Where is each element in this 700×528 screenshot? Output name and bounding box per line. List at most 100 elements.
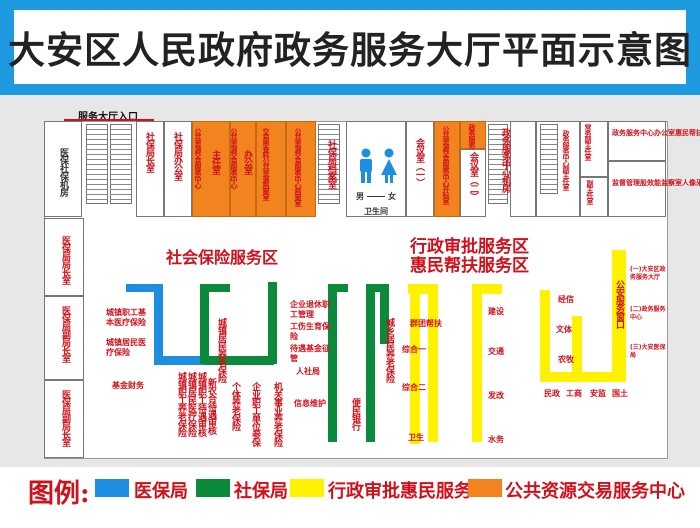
label-y-group: 群团帮扶	[410, 319, 442, 328]
label-g-new-rural: 新农合待遇审核	[206, 378, 216, 434]
label-office-room: 常务副主任室	[584, 124, 592, 160]
room-archive-public	[256, 121, 286, 217]
zone-social-insurance: 社会保险服务区	[166, 248, 279, 267]
counter-blue-vertical	[154, 284, 163, 364]
label-g-resident-pen: 城镇居民养老保险	[216, 318, 226, 382]
female-icon	[381, 148, 397, 183]
label-medical-server: 医保社保机房	[58, 148, 68, 196]
entrance-line	[64, 119, 154, 121]
label-y-build: 建设	[488, 307, 504, 316]
room-supervise	[608, 161, 666, 217]
label-room-small: 政务服务中心	[468, 124, 476, 160]
zone-admin-approval: 行政审批服务区	[410, 237, 529, 257]
room-medical-deputy-2	[44, 380, 84, 458]
label-medical-deputy-2: 医保局副局长室	[60, 390, 70, 446]
label-female: 女	[388, 192, 396, 201]
room-medical-deputy-1	[44, 296, 84, 380]
counter-green-3h	[328, 284, 348, 292]
label-y-reform: 发改	[488, 391, 504, 400]
counter-green-2v	[268, 282, 277, 364]
counter-yellow-police	[612, 250, 626, 380]
room-public-res-3	[434, 121, 460, 217]
counter-yellow-4h	[540, 372, 626, 382]
legend-swatch-blue	[95, 479, 129, 497]
label-medical-director: 医保局局长室	[60, 236, 70, 284]
label-g-indiv: 个体养老保险	[230, 382, 240, 430]
label-g-enterprise: 企业职工单位参保	[250, 382, 260, 446]
legend-swatch-orange	[468, 479, 502, 497]
room-center-archive	[286, 121, 316, 217]
counter-green-5v	[380, 284, 389, 344]
room-meeting-2	[460, 149, 486, 217]
room-medical-director	[44, 218, 84, 296]
label-g-resident-med: 城镇居民医疗保险	[186, 372, 196, 436]
counter-blue-top	[126, 284, 162, 292]
room-social-director	[136, 121, 164, 217]
label-deputy-office: 政务服务中心副主任室	[562, 130, 570, 190]
label-y-safety: 安监	[590, 389, 606, 398]
counter-yellow-4v	[540, 290, 550, 380]
label-director: 主任室	[210, 150, 220, 174]
label-public-res-1: 公共资源交易服务中心	[194, 128, 202, 188]
label-archive-public: 交易审查科公共资源档案室	[262, 128, 270, 200]
room-server	[510, 121, 536, 217]
label-g-town-emp: 城镇职工养老保险	[176, 372, 186, 436]
label-social-office: 社保局办公室	[172, 132, 182, 180]
room-medical-server	[44, 121, 82, 217]
legend-label-approval: 行政审批惠民服务	[328, 481, 472, 502]
label-y-civil: 民政	[544, 389, 560, 398]
counter-green-1h	[200, 284, 230, 292]
label-g-agency: 机关事业养老保险	[272, 382, 282, 446]
counter-green-4v	[366, 284, 375, 442]
counter-yellow-5v	[572, 316, 582, 376]
room-toilet	[346, 121, 406, 217]
label-g-retire: 企业退休职工管理	[290, 300, 330, 319]
label-medical-deputy-1: 医保局副局长室	[60, 306, 70, 362]
label-center-archive: 公共资源交易服务中心档案室	[294, 128, 302, 206]
toilet-divider	[367, 196, 385, 197]
legend-swatch-green	[196, 479, 230, 497]
stairs-right	[488, 124, 508, 204]
room-center-office	[608, 121, 666, 161]
room-office-room	[580, 121, 608, 177]
label-y-comp2: 综合二	[402, 383, 426, 392]
label-g-social: 人社局	[296, 367, 320, 376]
stairs-left	[86, 124, 108, 204]
label-g-town-emp2: 城镇职工待遇审核	[196, 372, 206, 436]
counter-green-3v	[328, 284, 337, 442]
male-icon	[360, 148, 372, 183]
stairs-left-2	[110, 124, 132, 204]
label-public-res-3: 公共资源交易服务中心开标室	[442, 126, 450, 204]
label-g-rural: 城乡居民养老保险	[384, 318, 394, 382]
legend-swatch-yellow	[290, 479, 324, 497]
label-y-traffic: 交通	[488, 347, 504, 356]
label-meeting-2: 会议室（二）	[468, 152, 478, 200]
counter-yellow-1v	[410, 284, 420, 444]
label-office: 办公室	[242, 150, 252, 174]
label-g-fund: 待遇基金征管	[290, 344, 330, 363]
label-male: 男	[356, 192, 364, 201]
label-y-comp1: 综合一	[402, 345, 426, 354]
label-r-side-1: (一)大安区政务服务大厅	[630, 266, 666, 281]
label-y-econ: 经信	[558, 295, 574, 304]
room-deputy-director	[580, 177, 608, 217]
stairs-mid	[318, 124, 340, 204]
counter-green-4h	[366, 284, 388, 292]
label-social-archive: 社保局档案室	[326, 140, 336, 188]
label-y-industry: 工商	[566, 389, 582, 398]
legend: 图例: 医保局 社保局 行政审批惠民服务 公共资源交易服务中心	[0, 467, 700, 528]
label-toilet: 卫生间	[364, 207, 388, 216]
label-g-bank: 便民银行	[350, 398, 360, 430]
label-y-water: 水务	[488, 435, 504, 444]
label-g-info: 信息维护	[294, 399, 326, 408]
counter-blue-bottom	[154, 356, 204, 365]
label-deputy-director: 副主任室	[586, 180, 594, 204]
label-y-health: 卫生	[408, 433, 424, 442]
room-director	[192, 121, 230, 217]
room-meeting-1	[406, 121, 434, 217]
counter-yellow-3v	[472, 284, 482, 442]
label-g-injury: 工伤生育保险	[290, 322, 330, 341]
label-center-office: 政务服务中心办公室惠民帮扶中心	[612, 129, 700, 137]
label-y-land: 国土	[612, 389, 628, 398]
label-r-side-2: (二)政务服务中心	[630, 306, 666, 321]
